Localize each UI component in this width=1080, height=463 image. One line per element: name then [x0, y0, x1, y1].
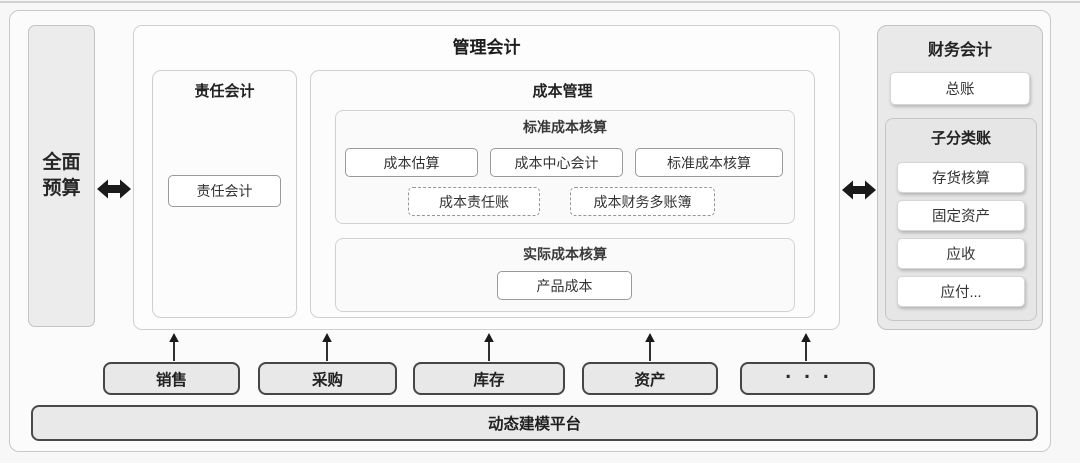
budget-label-line1: 全面 [42, 152, 81, 174]
up-arrow-icon [801, 333, 811, 361]
purchasing-up-arrow [321, 333, 333, 361]
product-cost-chip[interactable]: 产品成本 [497, 271, 632, 300]
budget-label-line2: 预算 [42, 178, 81, 199]
top-divider [0, 1, 1080, 3]
responsibility-accounting-title: 责任会计 [194, 83, 255, 100]
double-arrow-icon [97, 179, 131, 199]
inventory-accounting-chip[interactable]: 存货核算 [897, 162, 1025, 193]
actual-costing-title: 实际成本核算 [523, 246, 607, 262]
cost-financial-multi-ledger-chip[interactable]: 成本财务多账簿 [570, 187, 715, 216]
cost-center-accounting-chip[interactable]: 成本中心会计 [490, 148, 623, 177]
module-sales-button[interactable]: 销售 [103, 362, 240, 395]
financial-accounting-title: 财务会计 [927, 42, 992, 59]
cost-management-title: 成本管理 [532, 83, 593, 100]
inventory-up-arrow [483, 333, 495, 361]
management-financial-link [842, 179, 876, 201]
module-assets-button[interactable]: 资产 [582, 362, 718, 395]
standard-costing-chip[interactable]: 标准成本核算 [635, 148, 783, 177]
sales-up-arrow [168, 333, 180, 361]
module-more-button[interactable]: ... [740, 359, 875, 395]
fixed-assets-chip[interactable]: 固定资产 [897, 200, 1025, 231]
cost-estimation-chip[interactable]: 成本估算 [345, 148, 478, 177]
up-arrow-icon [322, 333, 332, 361]
cost-responsibility-ledger-chip[interactable]: 成本责任账 [408, 187, 540, 216]
budget-management-link [97, 178, 131, 200]
assets-up-arrow [644, 333, 656, 361]
subledger-title: 子分类账 [930, 130, 991, 147]
module-inventory-button[interactable]: 库存 [413, 362, 565, 395]
up-arrow-icon [484, 333, 494, 361]
standard-costing-title: 标准成本核算 [523, 119, 607, 135]
more-modules-up-arrow [800, 333, 812, 361]
receivables-chip[interactable]: 应收 [897, 238, 1025, 269]
up-arrow-icon [645, 333, 655, 361]
budget-box[interactable]: 全面 预算 [28, 25, 95, 327]
double-arrow-icon [842, 180, 876, 200]
dynamic-modeling-platform-bar[interactable]: 动态建模平台 [31, 405, 1038, 441]
ellipsis-dots-icon: ... [785, 359, 842, 383]
up-arrow-icon [169, 333, 179, 361]
payables-chip[interactable]: 应付... [897, 276, 1025, 307]
module-purchasing-button[interactable]: 采购 [258, 362, 397, 395]
responsibility-accounting-chip[interactable]: 责任会计 [168, 175, 281, 207]
general-ledger-chip[interactable]: 总账 [890, 72, 1030, 105]
management-accounting-title: 管理会计 [452, 38, 521, 57]
